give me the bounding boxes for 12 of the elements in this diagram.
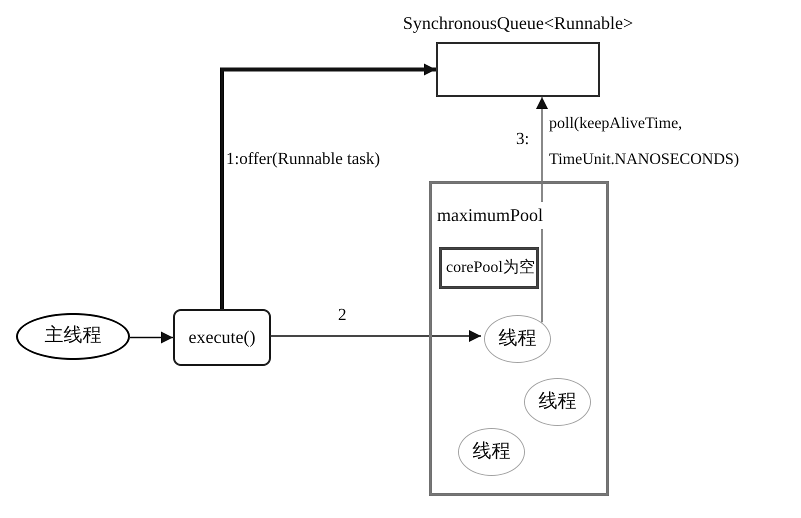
process-box: execute(): [173, 309, 271, 366]
pool-title: maximumPool: [437, 202, 544, 229]
arrow: [271, 330, 481, 342]
thread-ellipse: 线程: [458, 428, 525, 476]
arrow: [130, 332, 173, 344]
pool-box: [429, 181, 609, 496]
arrow: [220, 64, 436, 309]
thread-ellipse: 线程: [524, 378, 591, 426]
thread-ellipse: 主线程: [16, 313, 130, 360]
queue-title: SynchronousQueue<Runnable>: [402, 12, 634, 35]
core-pool-box: corePool为空: [439, 247, 539, 289]
thread-ellipse: 线程: [484, 315, 551, 363]
